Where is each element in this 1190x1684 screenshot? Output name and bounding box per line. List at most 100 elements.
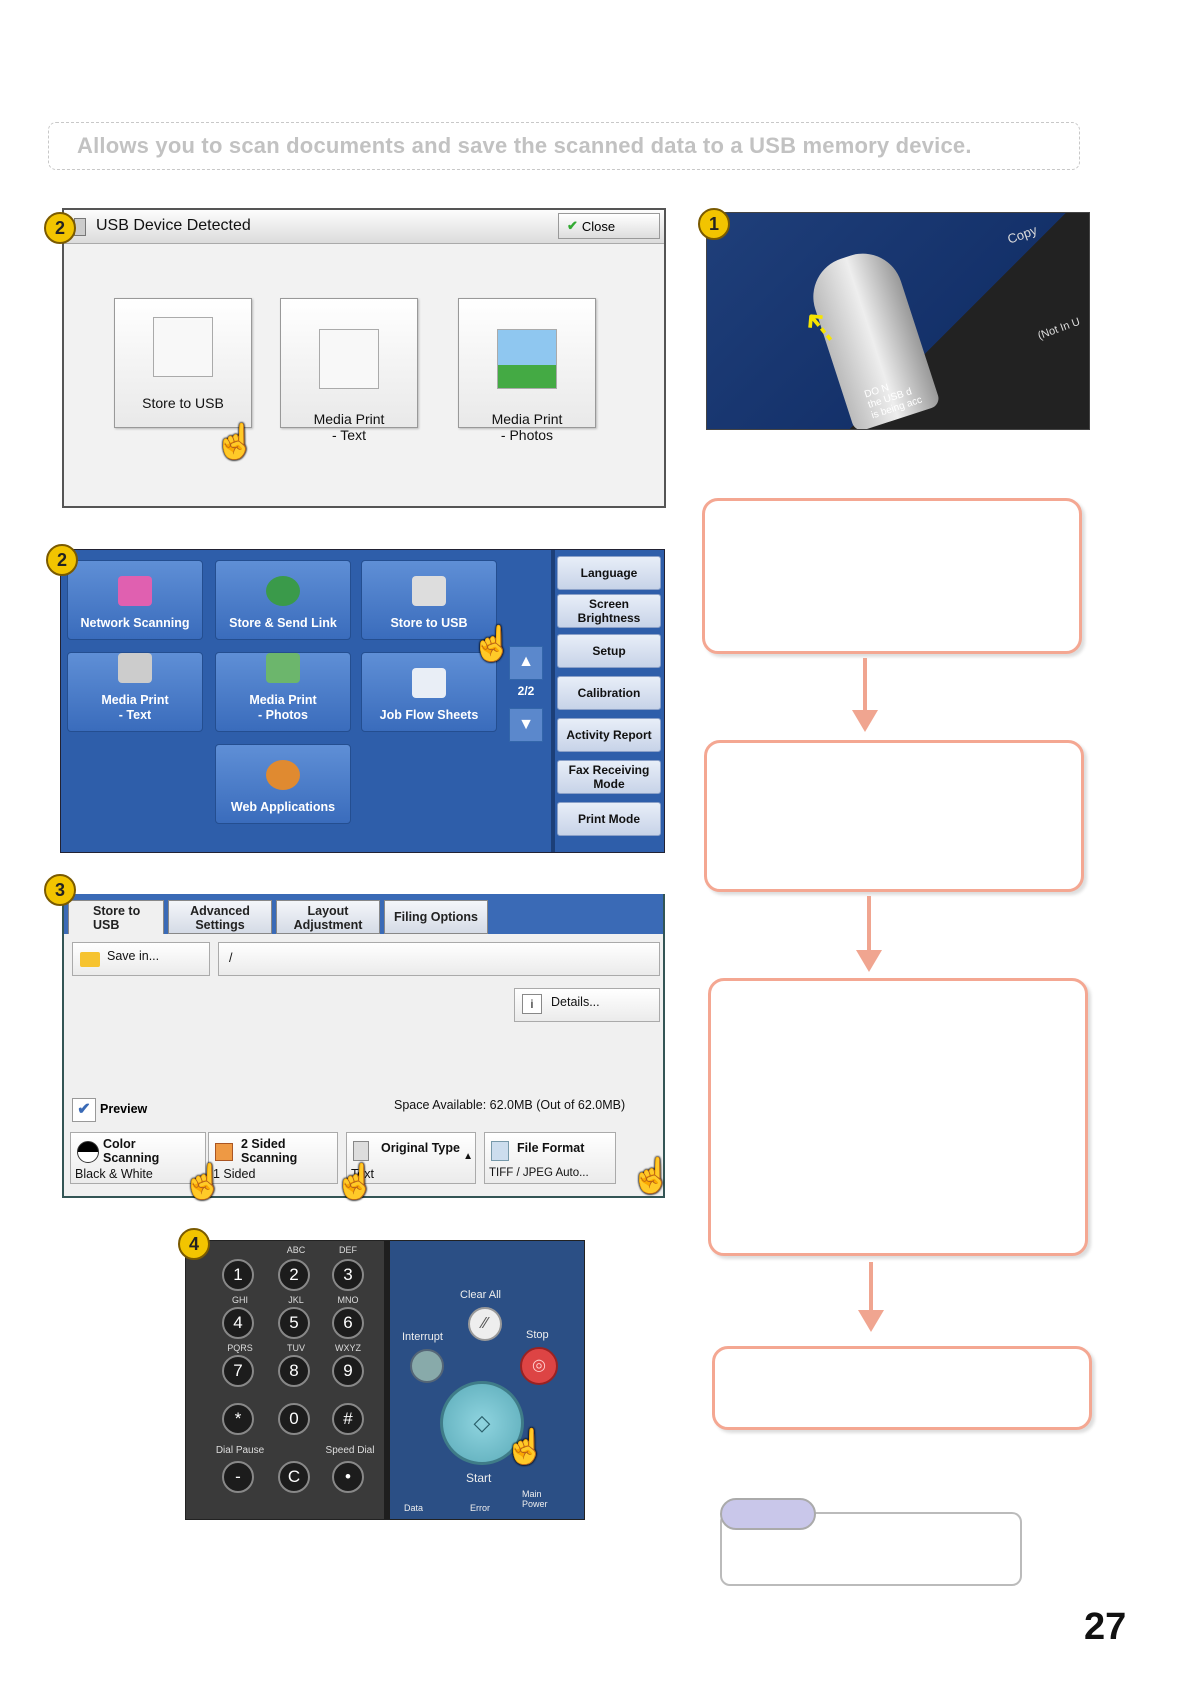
flow-box-2 — [704, 740, 1084, 892]
close-button[interactable]: ✔ Close — [558, 213, 660, 239]
option-value: Black & White — [75, 1167, 153, 1181]
letters-jkl: JKL — [288, 1295, 304, 1305]
stop-button[interactable]: ◎ — [520, 1347, 558, 1385]
tile-label: Store to USB — [142, 395, 224, 411]
web-applications-button[interactable]: Web Applications — [215, 744, 351, 824]
key-star[interactable]: * — [222, 1403, 254, 1435]
key-9[interactable]: 9 — [332, 1355, 364, 1387]
usb-port-photo: Copy (Not In U DO N the USB d is being a… — [706, 212, 1090, 430]
letters-abc: ABC — [286, 1245, 306, 1255]
hand-pointer-icon: ☝ — [504, 1428, 547, 1466]
media-print-photos-button[interactable]: Media Print - Photos — [215, 652, 351, 732]
tab-layout-adjustment[interactable]: Layout Adjustment — [276, 900, 380, 934]
start-button[interactable]: ◇ — [440, 1381, 524, 1465]
key-7[interactable]: 7 — [222, 1355, 254, 1387]
sheet-icon — [412, 668, 446, 698]
key-5[interactable]: 5 — [278, 1307, 310, 1339]
file-format-icon — [491, 1141, 509, 1161]
check-icon: ✔ — [567, 218, 578, 233]
side-screen-brightness[interactable]: Screen Brightness — [557, 594, 661, 628]
key-dial-pause[interactable]: - — [222, 1461, 254, 1493]
key-clear[interactable]: C — [278, 1461, 310, 1493]
hand-pointer-icon: ☝ — [182, 1163, 225, 1201]
key-0[interactable]: 0 — [278, 1403, 310, 1435]
page-indicator: 2/2 — [517, 684, 535, 698]
tab-filing-options[interactable]: Filing Options — [384, 900, 488, 934]
scroll-down-button[interactable]: ▼ — [509, 708, 543, 742]
side-language[interactable]: Language — [557, 556, 661, 590]
option-label: 2 Sided Scanning — [241, 1137, 298, 1165]
dial-pause-label: Dial Pause — [215, 1445, 265, 1456]
side-activity-report[interactable]: Activity Report — [557, 718, 661, 752]
tile-media-print-photos[interactable]: Media Print - Photos — [458, 298, 596, 443]
details-label: Details... — [551, 995, 600, 1009]
network-scanning-button[interactable]: Network Scanning — [67, 560, 203, 640]
usb-icon — [412, 576, 446, 606]
job-flow-sheets-button[interactable]: Job Flow Sheets — [361, 652, 497, 732]
main-power-label: Main Power — [522, 1489, 548, 1509]
button-label: Network Scanning — [80, 616, 190, 630]
flow-arrow-2 — [856, 896, 882, 972]
close-label: Close — [581, 218, 616, 234]
step-badge-2: 2 — [44, 212, 76, 244]
letters-wxyz: WXYZ — [335, 1343, 361, 1353]
document-icon — [353, 1141, 369, 1161]
color-scanning-option[interactable]: Color Scanning Black & White — [70, 1132, 206, 1184]
path-field[interactable]: / — [218, 942, 660, 976]
side-calibration[interactable]: Calibration — [557, 676, 661, 710]
error-label: Error — [470, 1503, 490, 1513]
store-to-usb-button[interactable]: Store to USB — [361, 560, 497, 640]
media-print-text-button[interactable]: Media Print - Text — [67, 652, 203, 732]
preview-label: Preview — [100, 1102, 148, 1116]
original-type-option[interactable]: Original Type Text ▲ — [346, 1132, 476, 1184]
hand-pointer-icon: ☝ — [471, 625, 514, 663]
store-send-link-button[interactable]: Store & Send Link — [215, 560, 351, 640]
space-available: Space Available: 62.0MB (Out of 62.0MB) — [394, 1098, 626, 1112]
printer-icon — [118, 653, 152, 683]
option-label: Original Type — [381, 1141, 460, 1155]
two-sided-scanning-option[interactable]: 2 Sided Scanning 1 Sided — [208, 1132, 338, 1184]
key-2[interactable]: 2 — [278, 1259, 310, 1291]
preview-checkbox[interactable]: ✔ — [72, 1098, 96, 1122]
notin-label: (Not In U — [1036, 315, 1082, 343]
note-tab — [720, 1498, 816, 1530]
clear-all-label: Clear All — [460, 1289, 501, 1301]
key-speed-dial[interactable]: • — [332, 1461, 364, 1493]
control-panel-photo: ABC DEF 1 2 3 GHI JKL MNO 4 5 6 PQRS TUV… — [185, 1240, 585, 1520]
printer-icon — [319, 329, 379, 389]
file-format-option[interactable]: File Format TIFF / JPEG Auto... — [484, 1132, 616, 1184]
key-4[interactable]: 4 — [222, 1307, 254, 1339]
scroll-up-button[interactable]: ▲ — [509, 646, 543, 680]
side-fax-receiving-mode[interactable]: Fax Receiving Mode — [557, 760, 661, 794]
flow-box-4 — [712, 1346, 1092, 1430]
document-usb-icon — [153, 317, 213, 377]
tile-label: Media Print - Text — [313, 411, 385, 443]
interrupt-label: Interrupt — [402, 1331, 443, 1343]
usb-detected-dialog: USB Device Detected ✔ Close Store to USB… — [62, 208, 666, 508]
interrupt-button[interactable] — [410, 1349, 444, 1383]
flow-arrow-3 — [858, 1262, 884, 1332]
tab-store-to-usb[interactable]: Store to USB — [68, 900, 164, 934]
photo-icon — [266, 653, 300, 683]
option-label: File Format — [517, 1141, 585, 1155]
tile-media-print-text[interactable]: Media Print - Text — [280, 298, 418, 443]
stop-label: Stop — [526, 1329, 549, 1341]
save-in-label: Save in... — [107, 949, 160, 963]
key-3[interactable]: 3 — [332, 1259, 364, 1291]
tile-store-to-usb[interactable]: Store to USB — [114, 298, 252, 428]
side-setup[interactable]: Setup — [557, 634, 661, 668]
flow-arrow-1 — [852, 658, 878, 732]
side-print-mode[interactable]: Print Mode — [557, 802, 661, 836]
control-buttons-area: Clear All ⁄⁄ Interrupt Stop ◎ ◇ Start Da… — [384, 1241, 584, 1519]
key-8[interactable]: 8 — [278, 1355, 310, 1387]
tab-advanced-settings[interactable]: Advanced Settings — [168, 900, 272, 934]
dialog-title: USB Device Detected — [96, 217, 251, 234]
hand-pointer-icon: ☝ — [334, 1163, 377, 1201]
key-1[interactable]: 1 — [222, 1259, 254, 1291]
copy-label: Copy — [1005, 222, 1040, 247]
step-badge-1: 1 — [698, 208, 730, 240]
key-hash[interactable]: # — [332, 1403, 364, 1435]
clear-all-button[interactable]: ⁄⁄ — [468, 1307, 502, 1341]
store-to-usb-screen: Store to USB Advanced Settings Layout Ad… — [62, 894, 672, 1201]
key-6[interactable]: 6 — [332, 1307, 364, 1339]
